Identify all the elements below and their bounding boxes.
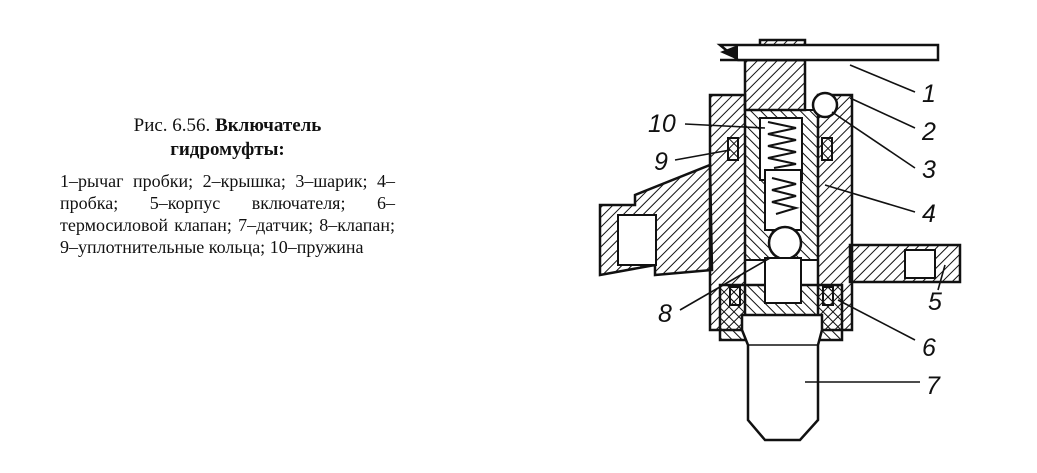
sensor [740, 313, 824, 442]
callout-6: 6 [922, 334, 936, 362]
callout-2: 2 [921, 118, 936, 146]
callout-7: 7 [926, 372, 941, 400]
callout-8: 8 [658, 300, 672, 328]
callout-1: 1 [922, 80, 936, 108]
valve-ball [767, 225, 803, 261]
legend-item-3: 3–шарик; [295, 171, 368, 191]
switch-cross-section-diagram: 1 2 3 4 5 6 7 8 9 10 [560, 0, 1037, 473]
figure-caption: Рис. 6.56. Включатель гидромуфты: 1–рыча… [60, 114, 395, 258]
legend-item-7: 7–датчик; [238, 215, 314, 235]
leader-lines [674, 64, 946, 383]
legend-item-10: 10–пружина [269, 237, 364, 257]
cover-and-lever [716, 38, 940, 112]
ball [811, 91, 839, 119]
legend-item-4: 4–пробка; [60, 171, 396, 213]
legend-item-6: 6–термосиловой клапан; [60, 193, 395, 235]
figure-label: Рис. 6.56. [133, 115, 211, 136]
legend-item-5: 5–корпус включателя; [149, 193, 346, 213]
callouts: 1 2 3 4 5 6 7 8 9 10 [648, 80, 942, 400]
diagram-svg: 1 2 3 4 5 6 7 8 9 10 [598, 38, 962, 442]
springs [767, 121, 800, 215]
seal-rings [727, 137, 834, 306]
callout-9: 9 [654, 148, 668, 176]
legend-item-1: 1–рычаг пробки; [60, 171, 194, 191]
callout-3: 3 [922, 156, 936, 184]
callout-10: 10 [648, 110, 676, 138]
title-line1: Включатель [215, 115, 322, 136]
callout-4: 4 [922, 200, 936, 228]
caption-title: Рис. 6.56. Включатель гидромуфты: [60, 114, 395, 162]
legend-item-2: 2–крышка; [202, 171, 286, 191]
title-line2: гидромуфты: [170, 139, 285, 160]
parts-legend: 1–рычаг пробки; 2–крышка; 3–шарик; 4–про… [60, 170, 395, 258]
callout-5: 5 [928, 288, 942, 316]
legend-item-8: 8–клапан; [319, 215, 396, 235]
legend-item-9: 9–уплотнительные кольца; [60, 237, 266, 257]
thermal-valve [764, 257, 802, 304]
